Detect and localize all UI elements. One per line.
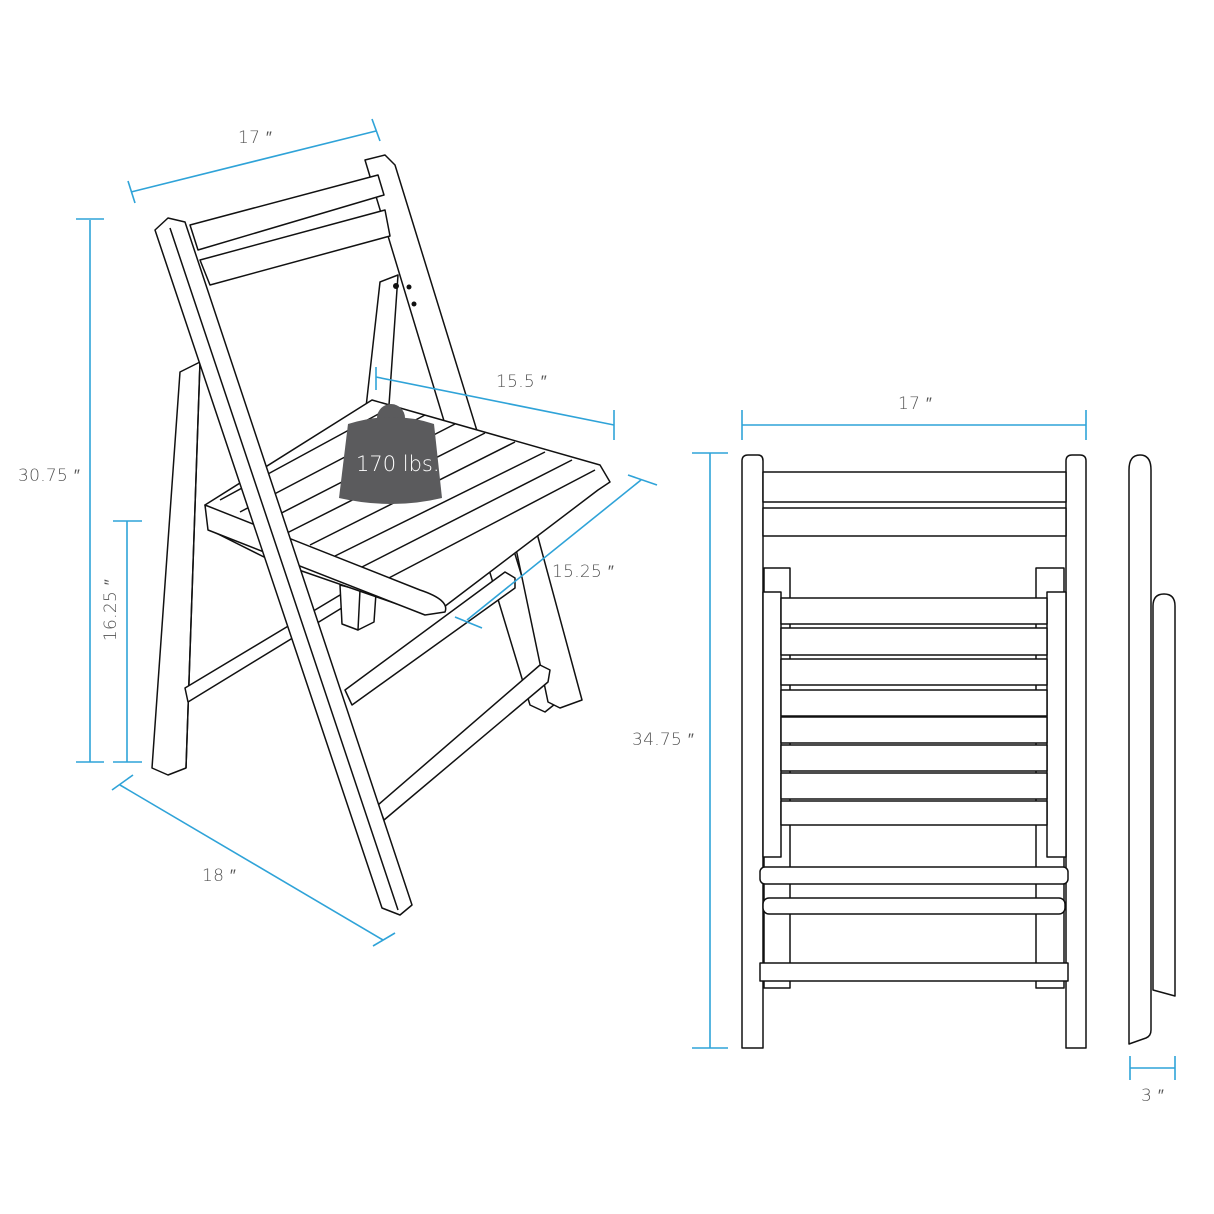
seat-depth-label: 15.5 ″ <box>496 372 548 392</box>
weight-icon <box>339 404 442 504</box>
folded-width-label: 17 ″ <box>898 394 933 414</box>
perspective-chair <box>151 154 611 916</box>
folded-front-view <box>741 454 1087 1049</box>
dimension-lines-perspective <box>76 118 658 947</box>
seat-height-label: 16.25 ″ <box>101 578 122 642</box>
dimension-lines-folded-front <box>692 410 1087 1049</box>
weight-capacity-label: 170 lbs. <box>356 452 440 476</box>
seat-width-label: 15.25 ″ <box>552 562 615 582</box>
overall-height-label: 30.75 ″ <box>18 466 81 486</box>
dimension-lines-folded-side <box>1129 1056 1176 1080</box>
folded-height-label: 34.75 ″ <box>632 730 695 750</box>
perspective-width-label: 17 ″ <box>238 128 273 148</box>
folded-side-view <box>1128 454 1176 1045</box>
depth-label: 18 ″ <box>202 866 237 886</box>
folded-thickness-label: 3 ″ <box>1141 1086 1165 1106</box>
folded-seat-slats <box>780 597 1048 826</box>
